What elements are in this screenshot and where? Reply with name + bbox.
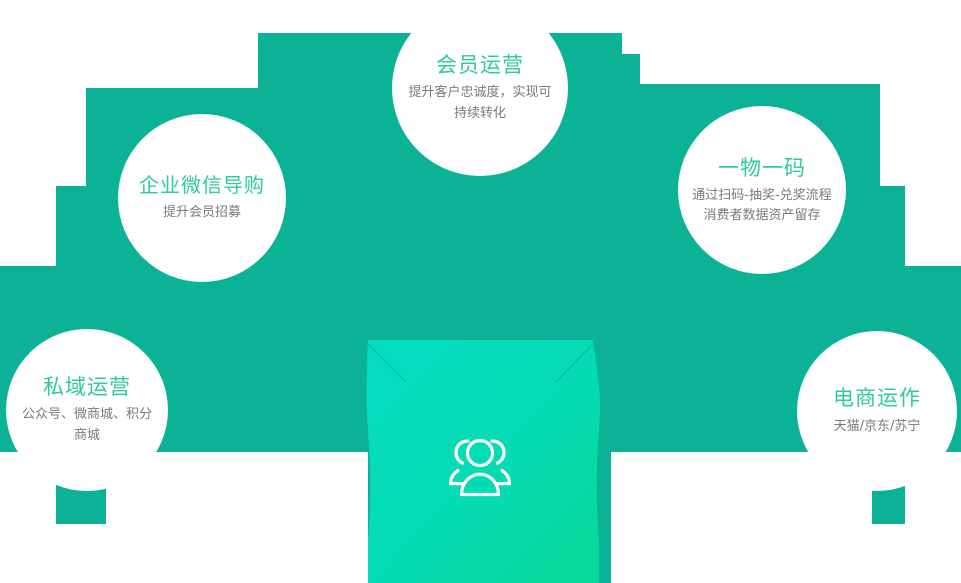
users-group-icon <box>448 438 512 497</box>
node-onecode-subtitle: 通过扫码-抽奖-兑奖流程 消费者数据资产留存 <box>692 188 832 223</box>
connector-membership-onecode <box>567 149 679 197</box>
node-ecommerce-title: 电商运作 <box>833 386 921 411</box>
node-ecommerce[interactable]: 电商运作 天猫/京东/苏宁 <box>797 331 957 491</box>
center-gradient-block <box>366 340 601 583</box>
node-private-subtitle: 公众号、微商城、积分商城 <box>21 407 152 443</box>
connector-onecode-ecommerce-a <box>777 275 816 345</box>
node-wecom[interactable]: 企业微信导购 提升会员招募 <box>118 114 286 282</box>
node-wecom-subtitle: 提升会员招募 <box>162 204 241 220</box>
node-membership[interactable]: 会员运营 提升客户忠诚度，实现可持续转化 <box>392 0 568 176</box>
node-wecom-title: 企业微信导购 <box>139 172 265 197</box>
node-private-title: 私域运营 <box>43 375 131 400</box>
node-membership-title: 会员运营 <box>436 53 524 78</box>
node-membership-subtitle: 提升客户忠诚度，实现可持续转化 <box>408 85 552 121</box>
node-private[interactable]: 私域运营 公众号、微商城、积分商城 <box>6 329 168 491</box>
connector-wecom-membership <box>285 149 393 203</box>
connector-wecom-private-b <box>149 284 189 361</box>
center-accent-left <box>367 343 407 383</box>
center-accent-right <box>555 343 594 383</box>
node-onecode-title: 一物一码 <box>718 155 806 180</box>
node-onecode[interactable]: 一物一码 通过扫码-抽奖-兑奖流程 消费者数据资产留存 <box>678 106 846 274</box>
node-ecommerce-subtitle: 天猫/京东/苏宁 <box>833 418 921 434</box>
